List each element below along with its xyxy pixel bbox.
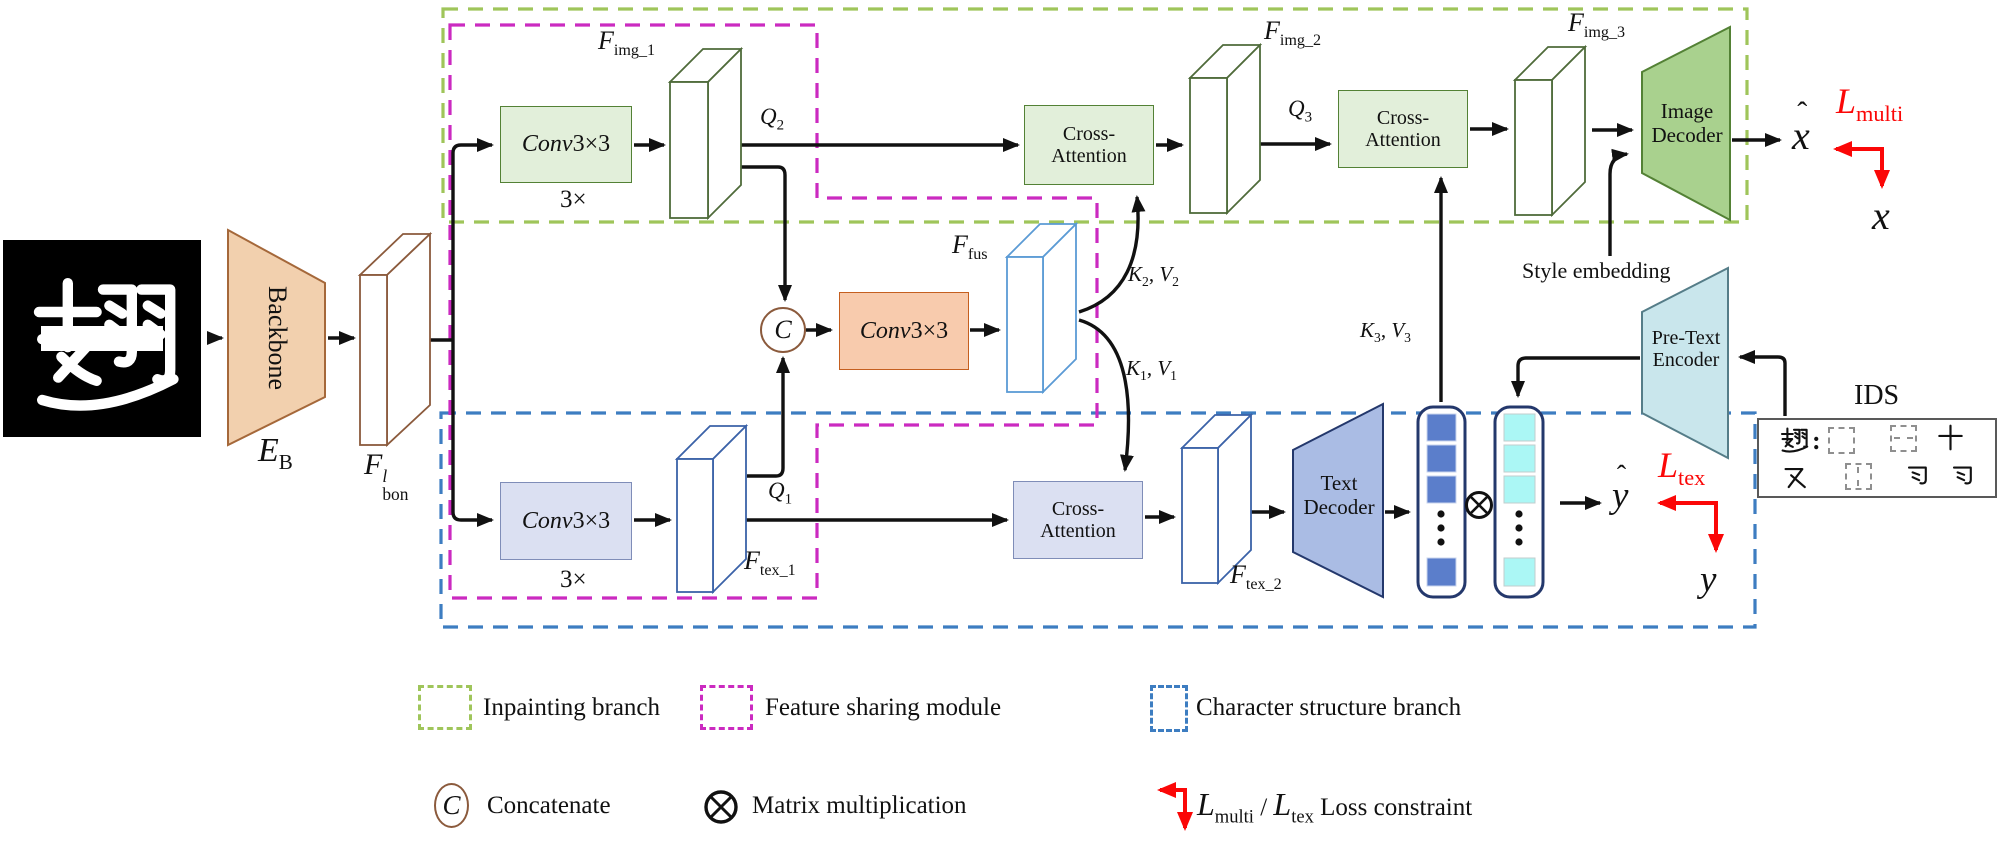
f-tex2-box <box>1179 412 1254 586</box>
edge-k2v2-curve <box>1078 195 1146 314</box>
f-fus-box <box>1004 221 1079 395</box>
f-tex1-label: Ftex_1 <box>744 546 796 580</box>
conv3x3-fusion-block: Conv3×3 <box>839 292 969 370</box>
q3-label: Q3 <box>1288 96 1313 126</box>
cross-attention-3-block: Cross-Attention <box>1013 481 1143 559</box>
edge-ftex1-to-concat <box>747 356 790 478</box>
legend-concat-label: Concatenate <box>487 792 611 819</box>
ids-char-shi <box>1935 422 1966 453</box>
ids-colon: : <box>1812 426 1821 455</box>
ids-char-xi-1 <box>1903 461 1933 491</box>
edge-split-to-conv-top <box>451 138 494 340</box>
backbone-label: Backbone <box>263 286 292 390</box>
f-tex2-label: Ftex_2 <box>1230 560 1282 594</box>
ids-title: IDS <box>1854 380 1900 411</box>
legend-inpainting-swatch <box>418 685 472 730</box>
text-decoder-block <box>1292 402 1384 599</box>
k1v1-label: K1, V1 <box>1126 356 1177 384</box>
f-img1-label: Fimg_1 <box>598 26 656 60</box>
mask-band <box>41 326 163 351</box>
f-bon-box <box>357 231 433 448</box>
conv3x3-image-block: Conv3×3 <box>500 106 632 183</box>
ids-box <box>1757 418 1997 498</box>
cross-attention-1-block: Cross-Attention <box>1024 105 1154 185</box>
ids-idc-left-right <box>1845 463 1872 490</box>
conv-image-repeat-label: 3× <box>560 186 587 213</box>
feature-3d-boxes <box>357 42 1588 595</box>
f-tex1-box <box>674 423 749 595</box>
l-tex-label: Ltex <box>1658 445 1706 491</box>
ids-char-xi-2 <box>1948 461 1978 491</box>
inpainting-branch-region <box>441 7 1749 224</box>
l-multi-label: Lmulti <box>1836 81 1904 127</box>
legend-inpainting-label: Inpainting branch <box>483 694 661 721</box>
legend-character-structure-swatch <box>1150 685 1188 732</box>
connector-lines <box>207 122 1787 527</box>
legend-character-structure-label: Character structure branch <box>1196 694 1462 721</box>
f-img1-box <box>667 46 744 221</box>
concat-circle <box>760 307 806 353</box>
matmul-symbol <box>1465 491 1493 519</box>
k3v3-label: K3, V3 <box>1360 318 1411 346</box>
conv3x3-text-block: Conv3×3 <box>500 482 632 560</box>
legend-matmul-symbol <box>704 790 738 824</box>
legend-feature-sharing-label: Feature sharing module <box>765 694 1002 721</box>
style-embedding-label: Style embedding <box>1522 258 1671 283</box>
backbone-encoder-label: EB <box>258 432 293 474</box>
edge-k1v1-curve <box>1078 318 1134 472</box>
backbone-block <box>227 228 326 447</box>
ids-char-you <box>1780 461 1811 492</box>
f-img2-label: Fimg_2 <box>1264 16 1322 50</box>
loss-arrows <box>1157 141 1890 831</box>
q1-label: Q1 <box>768 478 793 508</box>
k2v2-label: K2, V2 <box>1128 262 1179 290</box>
x-target-label: x <box>1872 193 1890 238</box>
edge-style-embedding <box>1608 148 1629 256</box>
legend-matmul-label: Matrix multiplication <box>752 792 967 819</box>
edge-split-to-conv-bottom <box>451 340 494 527</box>
blue-token-column <box>1416 405 1467 599</box>
f-img3-label: Fimg_3 <box>1568 8 1626 42</box>
cyan-token-column <box>1493 405 1545 599</box>
masked-character-image <box>3 240 201 437</box>
concat-label: C <box>774 315 792 344</box>
f-fus-label: Ffus <box>952 230 988 264</box>
q2-label: Q2 <box>760 104 785 134</box>
edge-ids-to-pretext <box>1738 350 1787 416</box>
edge-pretext-to-cyan-column <box>1511 356 1640 398</box>
legend-feature-sharing-swatch <box>700 685 753 730</box>
image-decoder-block <box>1641 25 1731 222</box>
ids-char-chi <box>1779 425 1809 455</box>
conv-text-repeat-label: 3× <box>560 566 587 593</box>
ids-idc-above-below <box>1890 425 1917 452</box>
ids-idc-surround <box>1828 427 1855 454</box>
pre-text-encoder-block <box>1641 266 1729 460</box>
f-img3-box <box>1512 44 1588 218</box>
legend-concat-symbol: C <box>434 783 469 828</box>
legend-loss-label: Lmulti / Ltex Loss constraint <box>1197 786 1473 828</box>
edge-fimg1-to-concat <box>712 165 792 302</box>
y-target-label: y <box>1700 559 1717 600</box>
cross-attention-2-block: Cross-Attention <box>1338 90 1468 168</box>
f-img2-box <box>1187 42 1263 216</box>
